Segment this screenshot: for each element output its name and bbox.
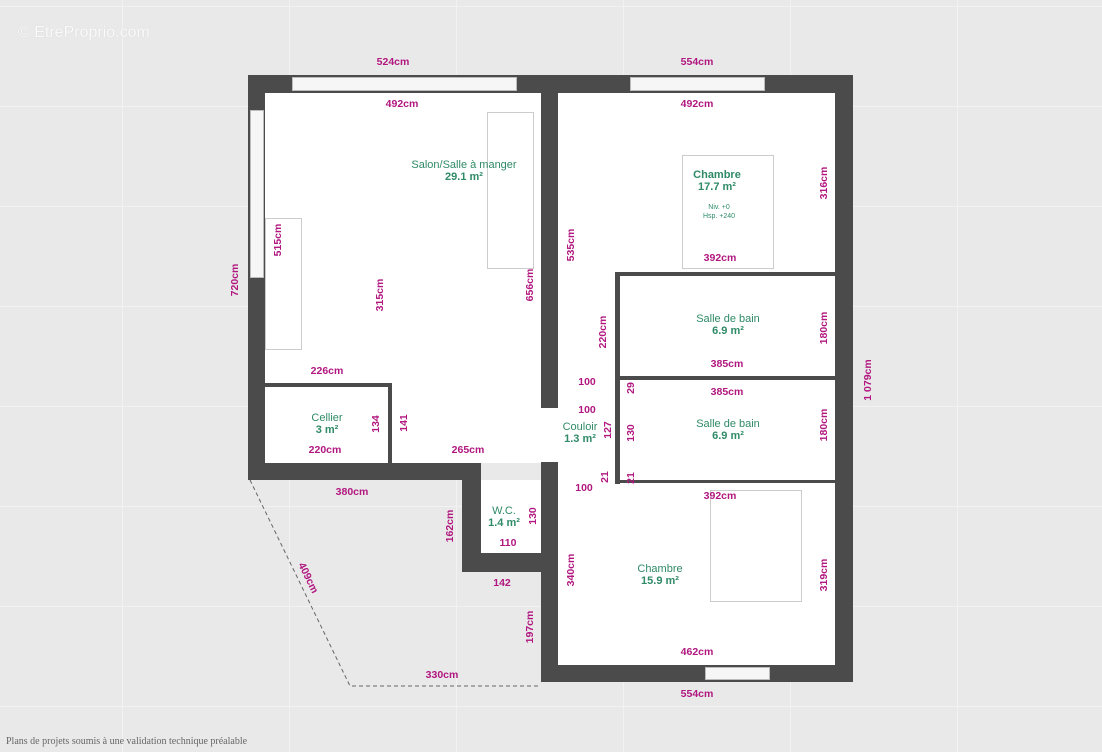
dimension-label: 29 bbox=[625, 382, 637, 394]
dimension-label: 141 bbox=[398, 414, 410, 432]
dimension-label: 130 bbox=[625, 424, 637, 442]
wc-floor bbox=[481, 480, 541, 553]
dimension-label: 554cm bbox=[680, 688, 714, 700]
dimension-label: 524cm bbox=[376, 56, 410, 68]
window bbox=[630, 77, 765, 91]
dimension-label: 180cm bbox=[818, 408, 830, 442]
dimension-label: 316cm bbox=[818, 166, 830, 200]
door-gap bbox=[541, 408, 558, 462]
window bbox=[705, 667, 770, 680]
salon-floor bbox=[265, 93, 541, 463]
window bbox=[250, 110, 264, 278]
sofa bbox=[487, 112, 534, 269]
bed bbox=[710, 490, 802, 602]
dimension-label: 385cm bbox=[710, 358, 744, 370]
wall bbox=[615, 376, 835, 380]
wall bbox=[615, 272, 835, 276]
wall bbox=[248, 463, 481, 480]
dimension-label: 100 bbox=[575, 482, 593, 494]
wall bbox=[615, 480, 835, 483]
wall bbox=[541, 665, 853, 682]
watermark: © EtreProprio.com bbox=[18, 24, 150, 41]
dimension-label: 554cm bbox=[680, 56, 714, 68]
wall bbox=[388, 383, 392, 463]
dimension-label: 535cm bbox=[565, 228, 577, 262]
dimension-label: 492cm bbox=[680, 98, 714, 110]
dimension-label: 220cm bbox=[597, 315, 609, 349]
wall bbox=[541, 462, 558, 682]
dimension-label: 265cm bbox=[451, 444, 485, 456]
bed bbox=[682, 155, 774, 269]
wall bbox=[462, 463, 481, 572]
room-wc: W.C.1.4 m² bbox=[488, 505, 520, 529]
dimension-label: 380cm bbox=[335, 486, 369, 498]
kitchen-counter bbox=[265, 218, 302, 350]
dimension-label: 100 bbox=[578, 376, 596, 388]
dimension-label: 134 bbox=[370, 415, 382, 433]
dimension-label: 515cm bbox=[272, 223, 284, 257]
dimension-label: 226cm bbox=[310, 365, 344, 377]
dimension-label: 220cm bbox=[308, 444, 342, 456]
dimension-label: 100 bbox=[578, 404, 596, 416]
dimension-label: 1 079cm bbox=[862, 359, 874, 401]
dimension-label: 162cm bbox=[444, 509, 456, 543]
dimension-label: 385cm bbox=[710, 386, 744, 398]
dimension-label: 392cm bbox=[703, 490, 737, 502]
dimension-label: 197cm bbox=[524, 610, 536, 644]
dimension-label: 180cm bbox=[818, 311, 830, 345]
dimension-label: 392cm bbox=[703, 252, 737, 264]
dimension-label: 130 bbox=[527, 507, 539, 525]
dimension-label: 315cm bbox=[374, 278, 386, 312]
dimension-label: 330cm bbox=[425, 669, 459, 681]
dimension-label: 462cm bbox=[680, 646, 714, 658]
dimension-label: 656cm bbox=[524, 268, 536, 302]
dimension-label: 492cm bbox=[385, 98, 419, 110]
dimension-label: 319cm bbox=[818, 558, 830, 592]
window bbox=[292, 77, 517, 91]
dimension-label: 21 bbox=[599, 471, 611, 483]
disclaimer-note: Plans de projets soumis à une validation… bbox=[6, 736, 248, 747]
dimension-label: 21 bbox=[625, 472, 637, 484]
dimension-label: 340cm bbox=[565, 553, 577, 587]
dimension-label: 720cm bbox=[229, 263, 241, 297]
dimension-label: 110 bbox=[499, 537, 517, 549]
wall bbox=[541, 75, 558, 408]
wall bbox=[265, 383, 392, 387]
dimension-label: 127 bbox=[602, 421, 614, 439]
wall bbox=[462, 553, 558, 572]
dimension-label: 142 bbox=[493, 577, 511, 589]
wall bbox=[835, 75, 853, 682]
